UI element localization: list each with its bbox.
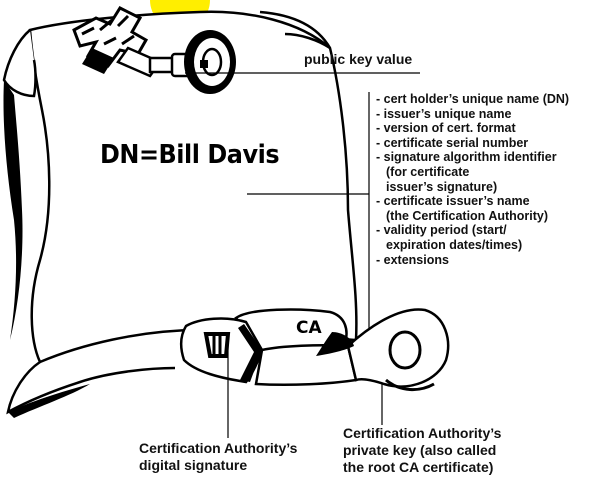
certificate-fields-list: - cert holder’s unique name (DN)- issuer… (376, 92, 569, 267)
ca-signature-label: Certification Authority’s digital signat… (139, 440, 297, 474)
top-key-icon (72, 6, 236, 94)
distinguished-name: DN=Bill Davis (100, 140, 280, 170)
ca-private-key-label-line: the root CA certificate) (343, 459, 494, 475)
public-key-label: public key value (304, 51, 413, 67)
certificate-field: - extensions (376, 253, 569, 268)
certificate-field-text: - certificate serial number (376, 135, 529, 150)
ca-private-key-label-line: private key (also called (343, 442, 497, 458)
certificate-field-text: - validity period (start/ (376, 223, 507, 238)
certificate-field-continuation: expiration dates/times) (386, 237, 523, 252)
certificate-field-continuation: issuer’s signature) (386, 179, 498, 194)
certificate-field: - signature algorithm identifier(for cer… (376, 150, 569, 194)
certificate-field: - certificate serial number (376, 136, 569, 151)
certificate-field-continuation: (the Certification Authority) (386, 208, 549, 223)
ca-badge: CA (296, 318, 322, 338)
ca-private-key-label: Certification Authority’s private key (a… (343, 425, 501, 476)
scroll-shadow-left (3, 80, 23, 340)
certificate-field-text: - extensions (376, 252, 449, 267)
scroll-curl-bottom (6, 360, 176, 415)
certificate-field: - version of cert. format (376, 121, 569, 136)
scroll-curl-top (259, 10, 332, 50)
ca-private-key-label-line: Certification Authority’s (343, 425, 502, 441)
ca-signature-label-line: Certification Authority’s (139, 440, 298, 456)
certificate-field: - validity period (start/expiration date… (376, 223, 569, 252)
certificate-field-continuation: (for certificate (386, 164, 470, 179)
certificate-field-text: - certificate issuer’s name (376, 194, 530, 209)
certificate-field-text: - cert holder’s unique name (DN) (376, 92, 570, 106)
certificate-field-text: - signature algorithm identifier (376, 150, 557, 165)
scroll-shadow-bottom (8, 384, 90, 418)
certificate-field: - certificate issuer’s name(the Certific… (376, 194, 569, 223)
certificate-field-text: - version of cert. format (376, 121, 516, 136)
ca-key-icon (180, 308, 450, 391)
certificate-field: - issuer’s unique name (376, 107, 569, 122)
ca-signature-label-line: digital signature (139, 457, 248, 473)
scroll-curl-left (2, 29, 37, 98)
certificate-field: - cert holder’s unique name (DN) (376, 92, 569, 107)
certificate-field-text: - issuer’s unique name (376, 106, 512, 121)
